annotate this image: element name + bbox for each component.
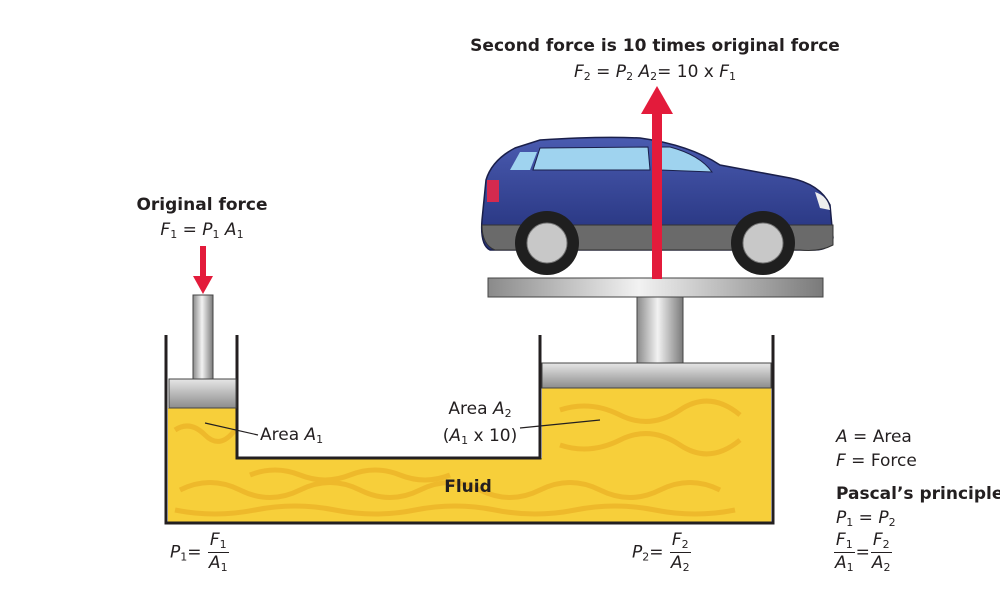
area2-label: Area A2 <box>448 399 512 420</box>
original-force-label: Original force <box>136 195 268 215</box>
small-piston-rod <box>192 294 214 380</box>
area1-label: Area A1 <box>260 425 324 446</box>
container-wall <box>164 335 775 525</box>
small-piston <box>168 378 237 409</box>
legend-force: F = Force <box>836 451 917 471</box>
large-piston-rod <box>636 296 684 364</box>
pascal-equation-pressure: P1 = P2 <box>836 508 896 529</box>
output-force-formula: F2 = P2 A2= 10 x F1 <box>573 62 737 83</box>
fluid-label: Fluid <box>444 477 492 497</box>
pascal-principle-heading: Pascal’s principle <box>836 484 1000 504</box>
area2-relation: (A1 x 10) <box>442 426 518 447</box>
input-force-formula: F1 = P1 A1 <box>160 220 244 241</box>
area1-leader <box>204 422 259 436</box>
title-text: Second force is 10 times original force <box>470 36 840 56</box>
fluid <box>168 388 771 522</box>
large-piston <box>541 362 772 389</box>
lift-platform <box>487 277 824 298</box>
fluid-texture <box>173 398 742 517</box>
legend-area: A = Area <box>836 427 912 447</box>
area2-leader <box>519 419 601 429</box>
input-force-arrow <box>193 246 213 294</box>
output-force-arrow <box>641 86 673 279</box>
